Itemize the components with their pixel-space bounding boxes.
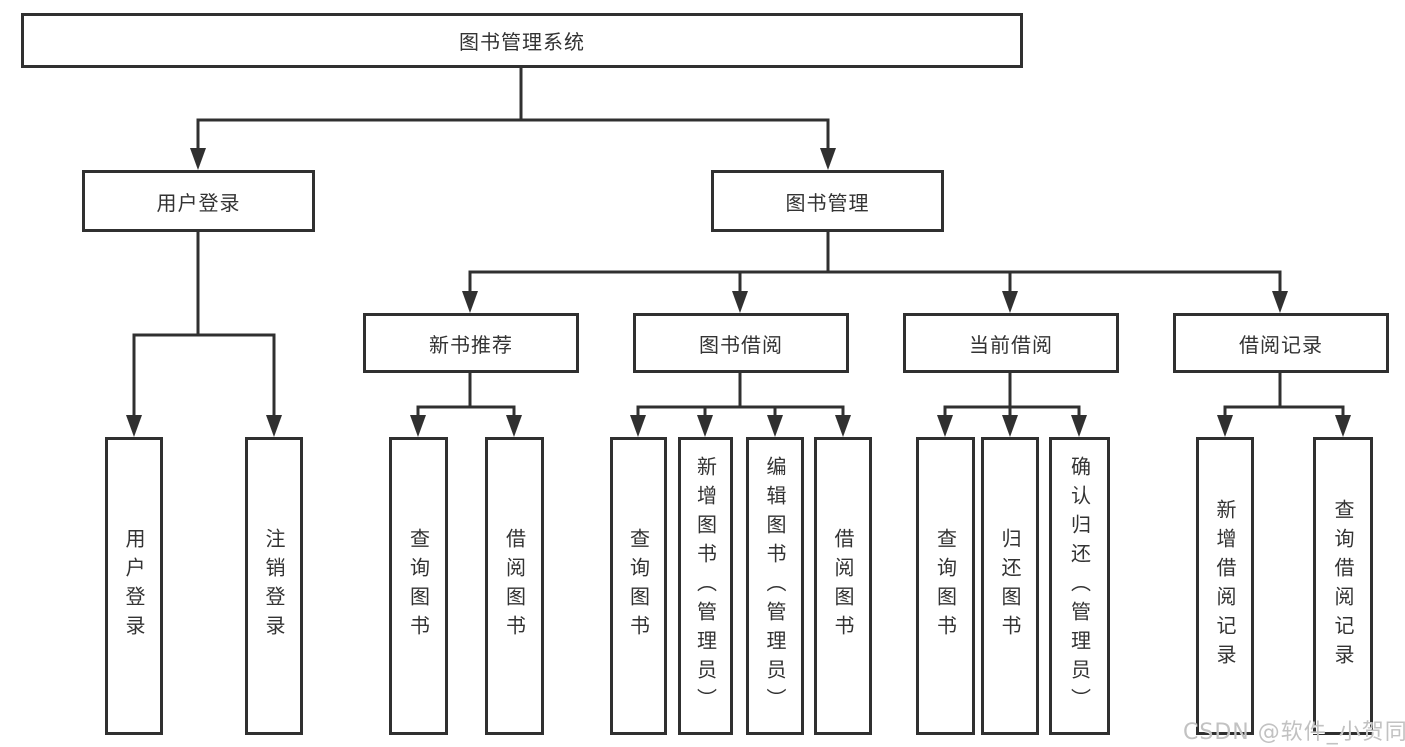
node-leaf-return-book: 归还图书	[981, 437, 1039, 735]
node-leaf-confirm-return-admin: 确认归还（管理员）	[1049, 437, 1110, 735]
arrowhead-icon	[462, 291, 478, 313]
arrowhead-icon	[732, 291, 748, 313]
node-book-management: 图书管理	[711, 170, 944, 232]
arrowhead-icon	[1335, 415, 1351, 437]
node-label: 查询图书	[933, 528, 958, 644]
node-label: 用户登录	[122, 528, 146, 644]
node-label: 编辑图书（管理员）	[763, 455, 787, 717]
node-label: 查询图书	[406, 528, 431, 644]
arrowhead-icon	[1002, 291, 1018, 313]
arrowhead-icon	[820, 148, 836, 170]
node-label: 新增借阅记录	[1213, 499, 1237, 673]
arrowhead-icon	[1217, 415, 1233, 437]
node-root: 图书管理系统	[21, 13, 1023, 68]
arrowhead-icon	[506, 415, 522, 437]
node-leaf-add-book-admin: 新增图书（管理员）	[678, 437, 733, 735]
connector-user-login-children	[126, 230, 282, 437]
node-label: 借阅记录	[1239, 332, 1323, 357]
node-current-borrow: 当前借阅	[903, 313, 1119, 373]
node-leaf-query-book-current: 查询图书	[916, 437, 975, 735]
node-label: 借阅图书	[502, 528, 527, 644]
connector-current-borrow-children	[937, 371, 1087, 437]
node-label: 借阅图书	[831, 528, 855, 644]
node-leaf-query-book-recommend: 查询图书	[389, 437, 448, 735]
node-leaf-user-login: 用户登录	[105, 437, 163, 735]
node-leaf-borrow-book: 借阅图书	[814, 437, 872, 735]
arrowhead-icon	[1002, 415, 1018, 437]
connector-book-borrow-children	[630, 371, 851, 437]
node-leaf-add-borrow-record: 新增借阅记录	[1196, 437, 1254, 735]
node-leaf-logout: 注销登录	[245, 437, 303, 735]
node-leaf-query-borrow-record: 查询借阅记录	[1313, 437, 1373, 735]
arrowhead-icon	[1272, 291, 1288, 313]
arrowhead-icon	[835, 415, 851, 437]
connector-borrow-records-children	[1217, 371, 1351, 437]
node-label: 查询图书	[626, 528, 651, 644]
watermark-text: CSDN @软件_小贺同学	[1183, 720, 1405, 745]
node-label: 图书管理	[785, 190, 870, 215]
arrowhead-icon	[190, 148, 206, 170]
node-leaf-edit-book-admin: 编辑图书（管理员）	[746, 437, 804, 735]
node-leaf-query-book-borrow: 查询图书	[610, 437, 667, 735]
connector-book-management-children	[462, 230, 1288, 313]
node-label: 图书借阅	[699, 332, 783, 357]
node-label: 新增图书（管理员）	[693, 455, 718, 717]
arrowhead-icon	[697, 415, 713, 437]
node-new-book-recommend: 新书推荐	[363, 313, 579, 373]
node-label: 确认归还（管理员）	[1067, 455, 1092, 717]
arrowhead-icon	[767, 415, 783, 437]
arrowhead-icon	[410, 415, 426, 437]
node-label: 用户登录	[156, 190, 241, 215]
node-label: 查询借阅记录	[1331, 499, 1355, 673]
connector-root-to-level2	[190, 66, 836, 170]
arrowhead-icon	[266, 415, 282, 437]
node-borrow-records: 借阅记录	[1173, 313, 1389, 373]
node-label: 图书管理系统	[459, 30, 585, 54]
node-label: 新书推荐	[429, 332, 513, 357]
arrowhead-icon	[630, 415, 646, 437]
node-label: 归还图书	[998, 528, 1022, 644]
node-book-borrow: 图书借阅	[633, 313, 849, 373]
node-label: 当前借阅	[969, 332, 1053, 357]
arrowhead-icon	[126, 415, 142, 437]
connector-new-book-recommend-children	[410, 371, 522, 437]
arrowhead-icon	[1071, 415, 1087, 437]
node-label: 注销登录	[262, 528, 286, 644]
node-leaf-borrow-book-recommend: 借阅图书	[485, 437, 544, 735]
node-user-login: 用户登录	[82, 170, 315, 232]
arrowhead-icon	[937, 415, 953, 437]
